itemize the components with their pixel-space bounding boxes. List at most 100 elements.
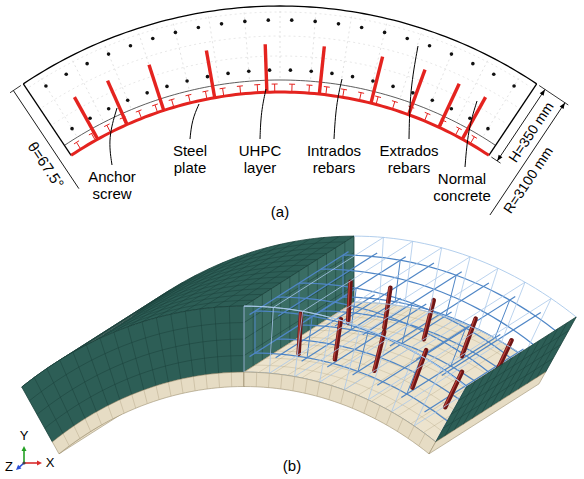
stud-mark [205,91,206,98]
mesh-line [364,400,368,413]
part-label-holder: Intrados rebars [303,142,365,176]
part-label: Extrados rebars [376,142,442,176]
rebar-dot [471,62,475,66]
anchor-screw-highlight [334,319,340,359]
stud-mark [239,86,241,93]
part-label-holder: Normal concrete [430,170,494,204]
mesh-line [96,412,101,425]
leader-line [334,79,342,139]
part-label-holder: Extrados rebars [376,142,442,176]
mesh-line [74,426,80,439]
mesh-line [108,406,113,419]
anchor-screw-highlight [373,332,383,371]
mesh-line [45,356,244,429]
stud-mark [237,85,243,87]
anchor-screw-highlight [423,300,433,339]
rebar-dot [351,75,355,79]
stud-mark [169,99,175,101]
stud-mark [325,87,327,94]
rebar-dot [126,98,130,102]
axis-label: X [46,456,55,471]
stud-mark [274,84,275,91]
rebar-tie [343,255,344,297]
mesh-line [168,382,171,396]
mesh-line [63,434,69,446]
anchor-screw-highlight [347,282,349,323]
rebar-dot [290,18,294,22]
anchor-screw-highlight [461,319,475,356]
mesh-line [244,9,249,79]
panel-label-holder: (b) [283,457,301,474]
anchor-screw [149,65,164,111]
rebar-dot [405,37,409,41]
mesh-line [71,58,103,120]
rebar-dot [70,127,74,131]
mesh-line [29,12,530,87]
rebar-dot [174,31,178,35]
wireframe-line [344,257,470,390]
stud-mark [456,128,459,134]
anchor-screw [413,350,427,387]
stud-mark [254,84,260,85]
leader-line [465,101,477,167]
stud-mark [155,105,157,112]
uhpc-surface [244,372,436,454]
axis-label: Y [20,429,29,444]
dimension-arrow [497,155,502,161]
mesh-line [156,386,159,400]
stud-mark [152,104,158,106]
extension-line [10,86,21,93]
stud-mark [324,86,330,88]
stud-mark [343,89,344,96]
rebar-dot [371,79,375,83]
mesh-line [293,377,295,391]
rebar-tie [495,300,510,338]
mesh-line [443,358,553,428]
mesh-line [317,382,320,396]
axis-arrow [37,461,42,466]
uhpc-layer-line [64,80,495,145]
mesh-line [341,390,344,404]
panel-label-holder: (a) [271,203,289,220]
stud-mark [472,135,477,138]
axis-arrow [16,465,21,470]
stud-mark [104,124,109,127]
dimension-arrow [540,89,545,95]
mesh-line [484,76,521,136]
rebar-dot [268,68,272,72]
stud-mark [272,84,278,85]
rebar-dot [486,127,490,131]
rebar-dot [360,26,364,30]
rebar-dot [450,52,454,56]
rebar-tie [307,316,312,358]
stud-mark [425,112,431,114]
rebar-dot [107,52,111,56]
leader-line [409,46,418,139]
rebar-dot [289,68,293,72]
rebar-dot [383,31,387,35]
mesh-line [311,9,316,79]
mesh-line [397,419,403,432]
dimension-arrow [560,103,565,109]
stud-mark [220,87,226,89]
part-label-holder: Steel plate [169,142,211,176]
rebar-dot [243,20,247,24]
uhpc-surface [429,372,546,454]
solid-surface [244,236,354,372]
stud-mark [308,85,310,92]
mesh-line [206,375,207,389]
mesh-line [386,412,391,425]
stud-mark [107,125,110,131]
rebar-dot [450,107,454,111]
rebar-dot [431,98,435,102]
stud-mark [291,84,292,91]
rebar-dot [247,69,251,73]
anchor-screw-highlight [383,288,389,328]
stud-mark [375,96,381,98]
rebar-dot [512,84,516,88]
stud-mark [139,111,142,118]
leader-line [190,104,199,139]
part-label: UHPC layer [235,142,285,176]
axis-label: Z [5,460,13,475]
